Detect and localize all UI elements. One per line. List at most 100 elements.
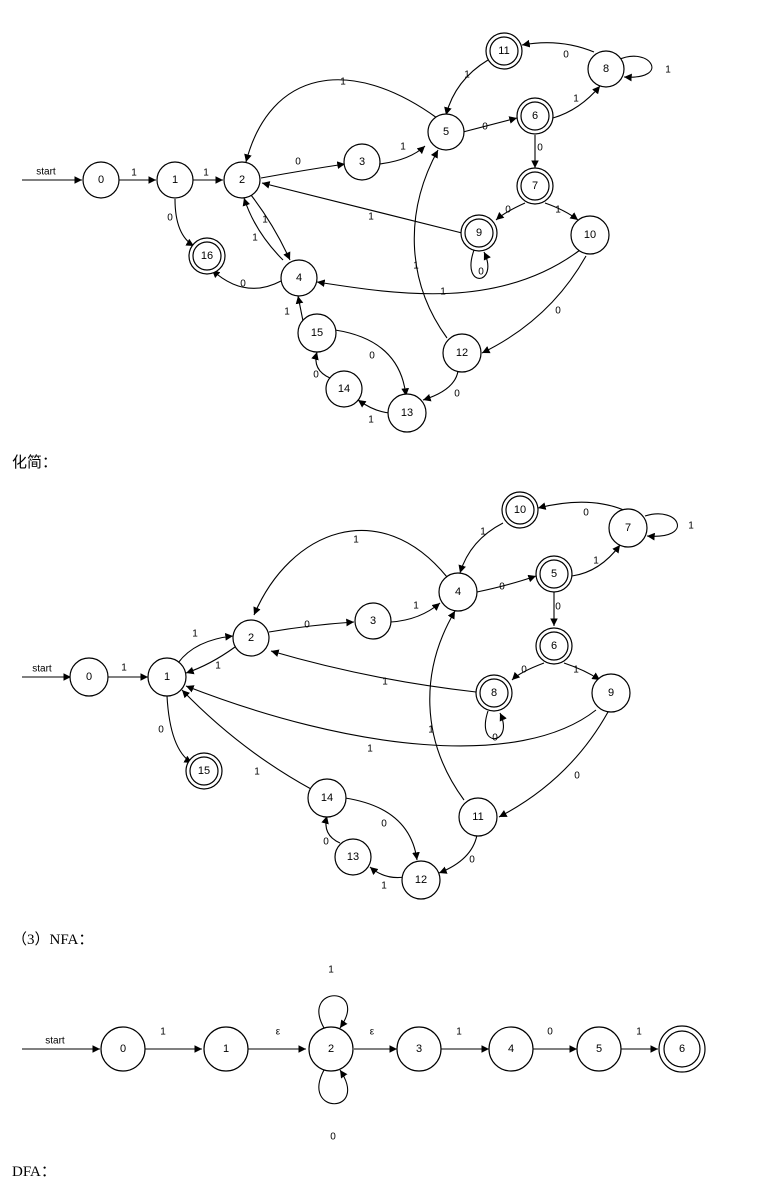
svg-text:1: 1 <box>164 671 170 683</box>
states: 0 1 2 3 4 5 6 7 8 9 10 11 12 13 14 15 16 <box>82 32 625 433</box>
svg-text:1: 1 <box>160 1027 166 1038</box>
svg-text:0: 0 <box>563 50 569 61</box>
svg-text:1: 1 <box>252 233 258 244</box>
edge-2-3 <box>260 161 346 179</box>
transition-labels: 1 1 1 0 0 1 1 0 1 0 1 0 1 0 1 1 0 1 0 1 … <box>121 508 694 892</box>
state-16-accepting: 16 <box>188 237 226 275</box>
svg-text:1: 1 <box>636 1027 642 1038</box>
svg-text:1: 1 <box>400 142 406 153</box>
svg-text:0: 0 <box>555 306 561 317</box>
transition-edges <box>108 501 678 879</box>
nfa-diagram: start 1 ε 1 0 ε 1 0 1 0 1 2 3 4 5 6 <box>22 965 706 1143</box>
edge-11-5 <box>444 59 489 116</box>
state-4: 4 <box>488 1026 534 1072</box>
svg-text:1: 1 <box>368 415 374 426</box>
svg-text:8: 8 <box>491 687 497 699</box>
state-4: 4 <box>280 259 318 297</box>
svg-text:1: 1 <box>215 661 221 672</box>
svg-text:6: 6 <box>679 1043 685 1055</box>
state-11: 11 <box>458 797 498 837</box>
svg-text:1: 1 <box>688 521 694 532</box>
state-11-accepting: 11 <box>485 32 523 70</box>
edge-9-9 <box>470 249 491 279</box>
svg-text:6: 6 <box>532 110 538 122</box>
edge-2-4 <box>250 194 291 261</box>
edge-15-4 <box>295 295 304 322</box>
svg-text:0: 0 <box>240 279 246 290</box>
caption-simplify: 化简： <box>12 455 58 471</box>
svg-text:1: 1 <box>428 725 434 736</box>
svg-text:15: 15 <box>311 327 323 339</box>
state-13: 13 <box>387 393 427 433</box>
svg-text:12: 12 <box>415 874 427 886</box>
svg-text:9: 9 <box>608 687 614 699</box>
state-13: 13 <box>334 838 372 876</box>
state-4: 4 <box>438 572 478 612</box>
state-0: 0 <box>100 1026 146 1072</box>
svg-text:14: 14 <box>321 792 333 804</box>
svg-text:1: 1 <box>382 677 388 688</box>
svg-text:0: 0 <box>574 771 580 782</box>
state-10-accepting: 10 <box>501 491 539 529</box>
svg-text:12: 12 <box>456 347 468 359</box>
svg-text:0: 0 <box>304 620 310 631</box>
svg-text:0: 0 <box>454 389 460 400</box>
start-label: start <box>45 1036 65 1047</box>
state-0: 0 <box>69 657 109 697</box>
state-15-accepting: 15 <box>185 752 223 790</box>
svg-text:0: 0 <box>381 819 387 830</box>
state-8: 8 <box>587 50 625 88</box>
svg-text:0: 0 <box>369 351 375 362</box>
svg-text:0: 0 <box>167 213 173 224</box>
svg-text:1: 1 <box>440 287 446 298</box>
svg-text:3: 3 <box>370 615 376 627</box>
svg-text:0: 0 <box>120 1043 126 1055</box>
svg-text:14: 14 <box>338 383 350 395</box>
svg-text:1: 1 <box>353 535 359 546</box>
svg-text:4: 4 <box>508 1043 514 1055</box>
svg-text:1: 1 <box>413 261 419 272</box>
svg-text:ε: ε <box>276 1027 281 1038</box>
svg-text:8: 8 <box>603 63 609 75</box>
states: 0 1 2 3 4 5 6 <box>100 1025 706 1073</box>
state-10: 10 <box>570 215 610 255</box>
svg-text:11: 11 <box>498 45 509 57</box>
state-1: 1 <box>156 161 194 199</box>
svg-text:1: 1 <box>555 205 561 216</box>
state-3: 3 <box>343 143 381 181</box>
svg-text:0: 0 <box>499 582 505 593</box>
svg-text:0: 0 <box>469 855 475 866</box>
edge-13-14 <box>357 399 391 414</box>
svg-text:4: 4 <box>296 272 302 284</box>
state-2: 2 <box>308 1026 354 1072</box>
edge-15-13 <box>334 329 410 397</box>
svg-text:2: 2 <box>248 632 254 644</box>
svg-text:0: 0 <box>86 671 92 683</box>
svg-text:1: 1 <box>573 94 579 105</box>
svg-text:5: 5 <box>551 568 557 580</box>
svg-text:0: 0 <box>478 267 484 278</box>
svg-text:1: 1 <box>223 1043 229 1055</box>
svg-text:2: 2 <box>239 174 245 186</box>
transition-edges <box>119 39 653 414</box>
svg-text:0: 0 <box>98 174 104 186</box>
svg-text:1: 1 <box>413 601 419 612</box>
edge-5-2 <box>244 79 438 163</box>
state-6-accepting: 6 <box>535 627 573 665</box>
svg-text:1: 1 <box>192 629 198 640</box>
state-3: 3 <box>354 602 392 640</box>
edge-10-12 <box>481 255 587 354</box>
caption-nfa: （3）NFA： <box>12 932 94 948</box>
edge-4-2 <box>242 197 284 261</box>
edge-10-4 <box>316 249 581 295</box>
edge-4-16 <box>211 269 282 289</box>
edge-5-6 <box>462 116 518 133</box>
svg-text:0: 0 <box>492 733 498 744</box>
edge-8-8 <box>617 55 653 82</box>
state-3: 3 <box>396 1026 442 1072</box>
edge-1-16 <box>174 198 195 247</box>
dfa-minimized-diagram: start 1 1 1 0 0 1 1 0 1 <box>22 491 694 900</box>
svg-text:3: 3 <box>359 156 365 168</box>
svg-text:0: 0 <box>537 143 543 154</box>
svg-text:1: 1 <box>573 665 579 676</box>
